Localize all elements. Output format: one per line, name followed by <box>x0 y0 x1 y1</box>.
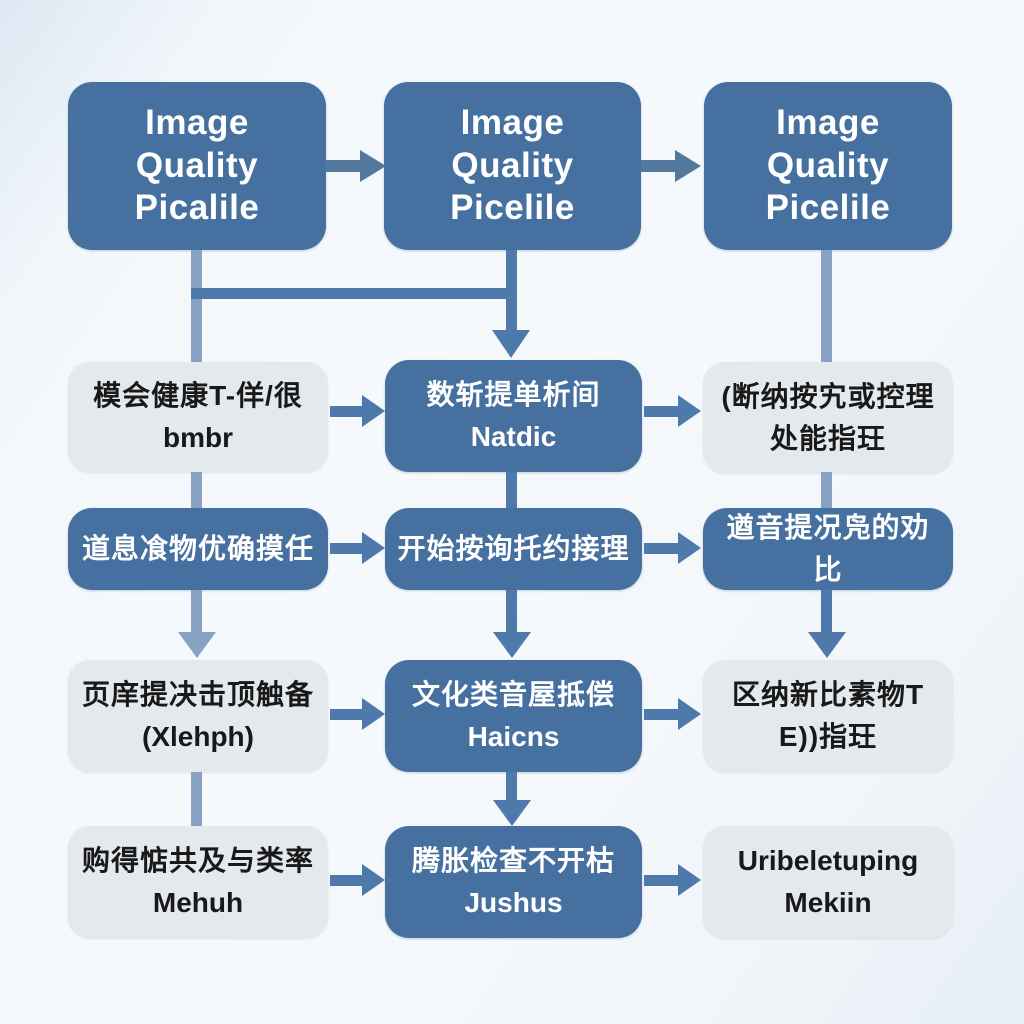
arrowhead-right-icon <box>360 150 386 182</box>
connector-r3c3-down <box>821 590 832 634</box>
node-text: Uribeletuping <box>737 845 919 876</box>
arrowhead-right-icon <box>362 395 385 427</box>
node-text: bmbr <box>163 422 233 453</box>
node-text: Image <box>776 102 880 142</box>
arrowhead-right-icon <box>678 698 701 730</box>
node-text: 页庠提决击顶触备 <box>81 679 314 710</box>
arrowhead-down-icon <box>178 632 216 658</box>
node-r4c1: 页庠提决击顶触备 (Xlehph) <box>68 660 328 772</box>
arrow-r4c1-to-r4c2 <box>330 709 364 720</box>
arrowhead-right-icon <box>362 532 385 564</box>
node-text: 模会健康T-佯/很 <box>93 380 303 411</box>
arrowhead-right-icon <box>362 864 385 896</box>
node-image-quality-1: Image Quality Picalile <box>68 82 326 250</box>
connector-junction-horizontal <box>191 288 511 299</box>
node-r5c2: 腾胀检查不开枯 Jushus <box>385 826 642 938</box>
node-image-quality-3: Image Quality Picelile <box>704 82 952 250</box>
arrow-r5c2-to-r5c3 <box>644 875 680 886</box>
arrowhead-right-icon <box>675 150 701 182</box>
connector-r3c2-down <box>506 590 517 634</box>
node-text: Picelile <box>765 188 891 228</box>
arrow-r2c1-to-r2c2 <box>330 406 364 417</box>
node-r4c3: 区纳新比素物T E))指玨 <box>703 660 953 772</box>
node-text: 处能指玨 <box>769 422 886 454</box>
node-text: 文化类音屋抵偿 <box>411 679 615 710</box>
connector-r3c1-down <box>191 590 202 634</box>
node-text: 腾胀检查不开枯 <box>411 845 615 876</box>
connector-r1c3-down <box>821 250 832 362</box>
node-text: Mehuh <box>152 887 244 918</box>
node-text: Quality <box>135 145 259 185</box>
node-r3c2: 开始按询托约接理 <box>385 508 642 590</box>
arrowhead-right-icon <box>362 698 385 730</box>
connector-r2c2-down <box>506 472 517 510</box>
node-text: Jushus <box>464 887 563 918</box>
connector-r1c1-down <box>191 250 202 362</box>
connector-r2c1-down <box>191 472 202 510</box>
arrowhead-right-icon <box>678 864 701 896</box>
arrowhead-down-icon <box>808 632 846 658</box>
arrowhead-down-icon <box>493 800 531 826</box>
arrow-r2c2-to-r2c3 <box>644 406 680 417</box>
node-r2c3: (断纳按宄或控理 处能指玨 <box>703 362 953 473</box>
node-r3c1: 道息飡物优确摸任 <box>68 508 328 590</box>
arrow-r3c2-to-r3c3 <box>644 543 680 554</box>
node-text: Picelile <box>450 188 575 228</box>
arrowhead-down-icon <box>493 632 531 658</box>
node-text: E))指玨 <box>778 721 878 752</box>
node-text: Quality <box>766 145 890 185</box>
node-text: 开始按询托约接理 <box>397 533 630 564</box>
arrowhead-down-icon <box>492 330 530 358</box>
node-text: Image <box>460 102 565 142</box>
arrow-r4c2-to-r4c3 <box>644 709 680 720</box>
node-text: 区纳新比素物T <box>731 679 925 710</box>
node-text: Mekiin <box>784 887 872 918</box>
node-r2c1: 模会健康T-佯/很 bmbr <box>68 362 328 472</box>
node-text: 数斩提单析间 <box>426 379 601 410</box>
node-text: Picalile <box>134 188 260 228</box>
arrow-r1c1-to-r1c2 <box>326 160 364 172</box>
node-r5c3: Uribeletuping Mekiin <box>703 826 953 938</box>
node-r4c2: 文化类音屋抵偿 Haicns <box>385 660 642 772</box>
arrowhead-right-icon <box>678 395 701 427</box>
node-r3c3: 遒音提况凫的劝比 <box>703 508 953 590</box>
connector-r2c3-down <box>821 472 832 510</box>
arrowhead-right-icon <box>678 532 701 564</box>
arrow-r1c2-to-r1c3 <box>641 160 679 172</box>
node-text: Haicns <box>467 721 560 752</box>
arrow-r5c1-to-r5c2 <box>330 875 364 886</box>
node-text: Image <box>145 102 249 142</box>
node-text: (断纳按宄或控理 <box>721 380 935 412</box>
connector-r4c2-down <box>506 772 517 802</box>
connector-r1c2-down <box>506 250 517 332</box>
node-text: 购得惦共及与类率 <box>81 845 314 876</box>
node-text: 道息飡物优确摸任 <box>81 533 314 564</box>
node-r2c2: 数斩提单析间 Natdic <box>385 360 642 472</box>
node-image-quality-2: Image Quality Picelile <box>384 82 641 250</box>
connector-r4c1-down <box>191 772 202 826</box>
node-text: 遒音提况凫的劝比 <box>726 512 930 585</box>
node-r5c1: 购得惦共及与类率 Mehuh <box>68 826 328 938</box>
node-text: Natdic <box>470 421 557 452</box>
arrow-r3c1-to-r3c2 <box>330 543 364 554</box>
node-text: Quality <box>451 145 574 185</box>
node-text: (Xlehph) <box>142 721 254 752</box>
